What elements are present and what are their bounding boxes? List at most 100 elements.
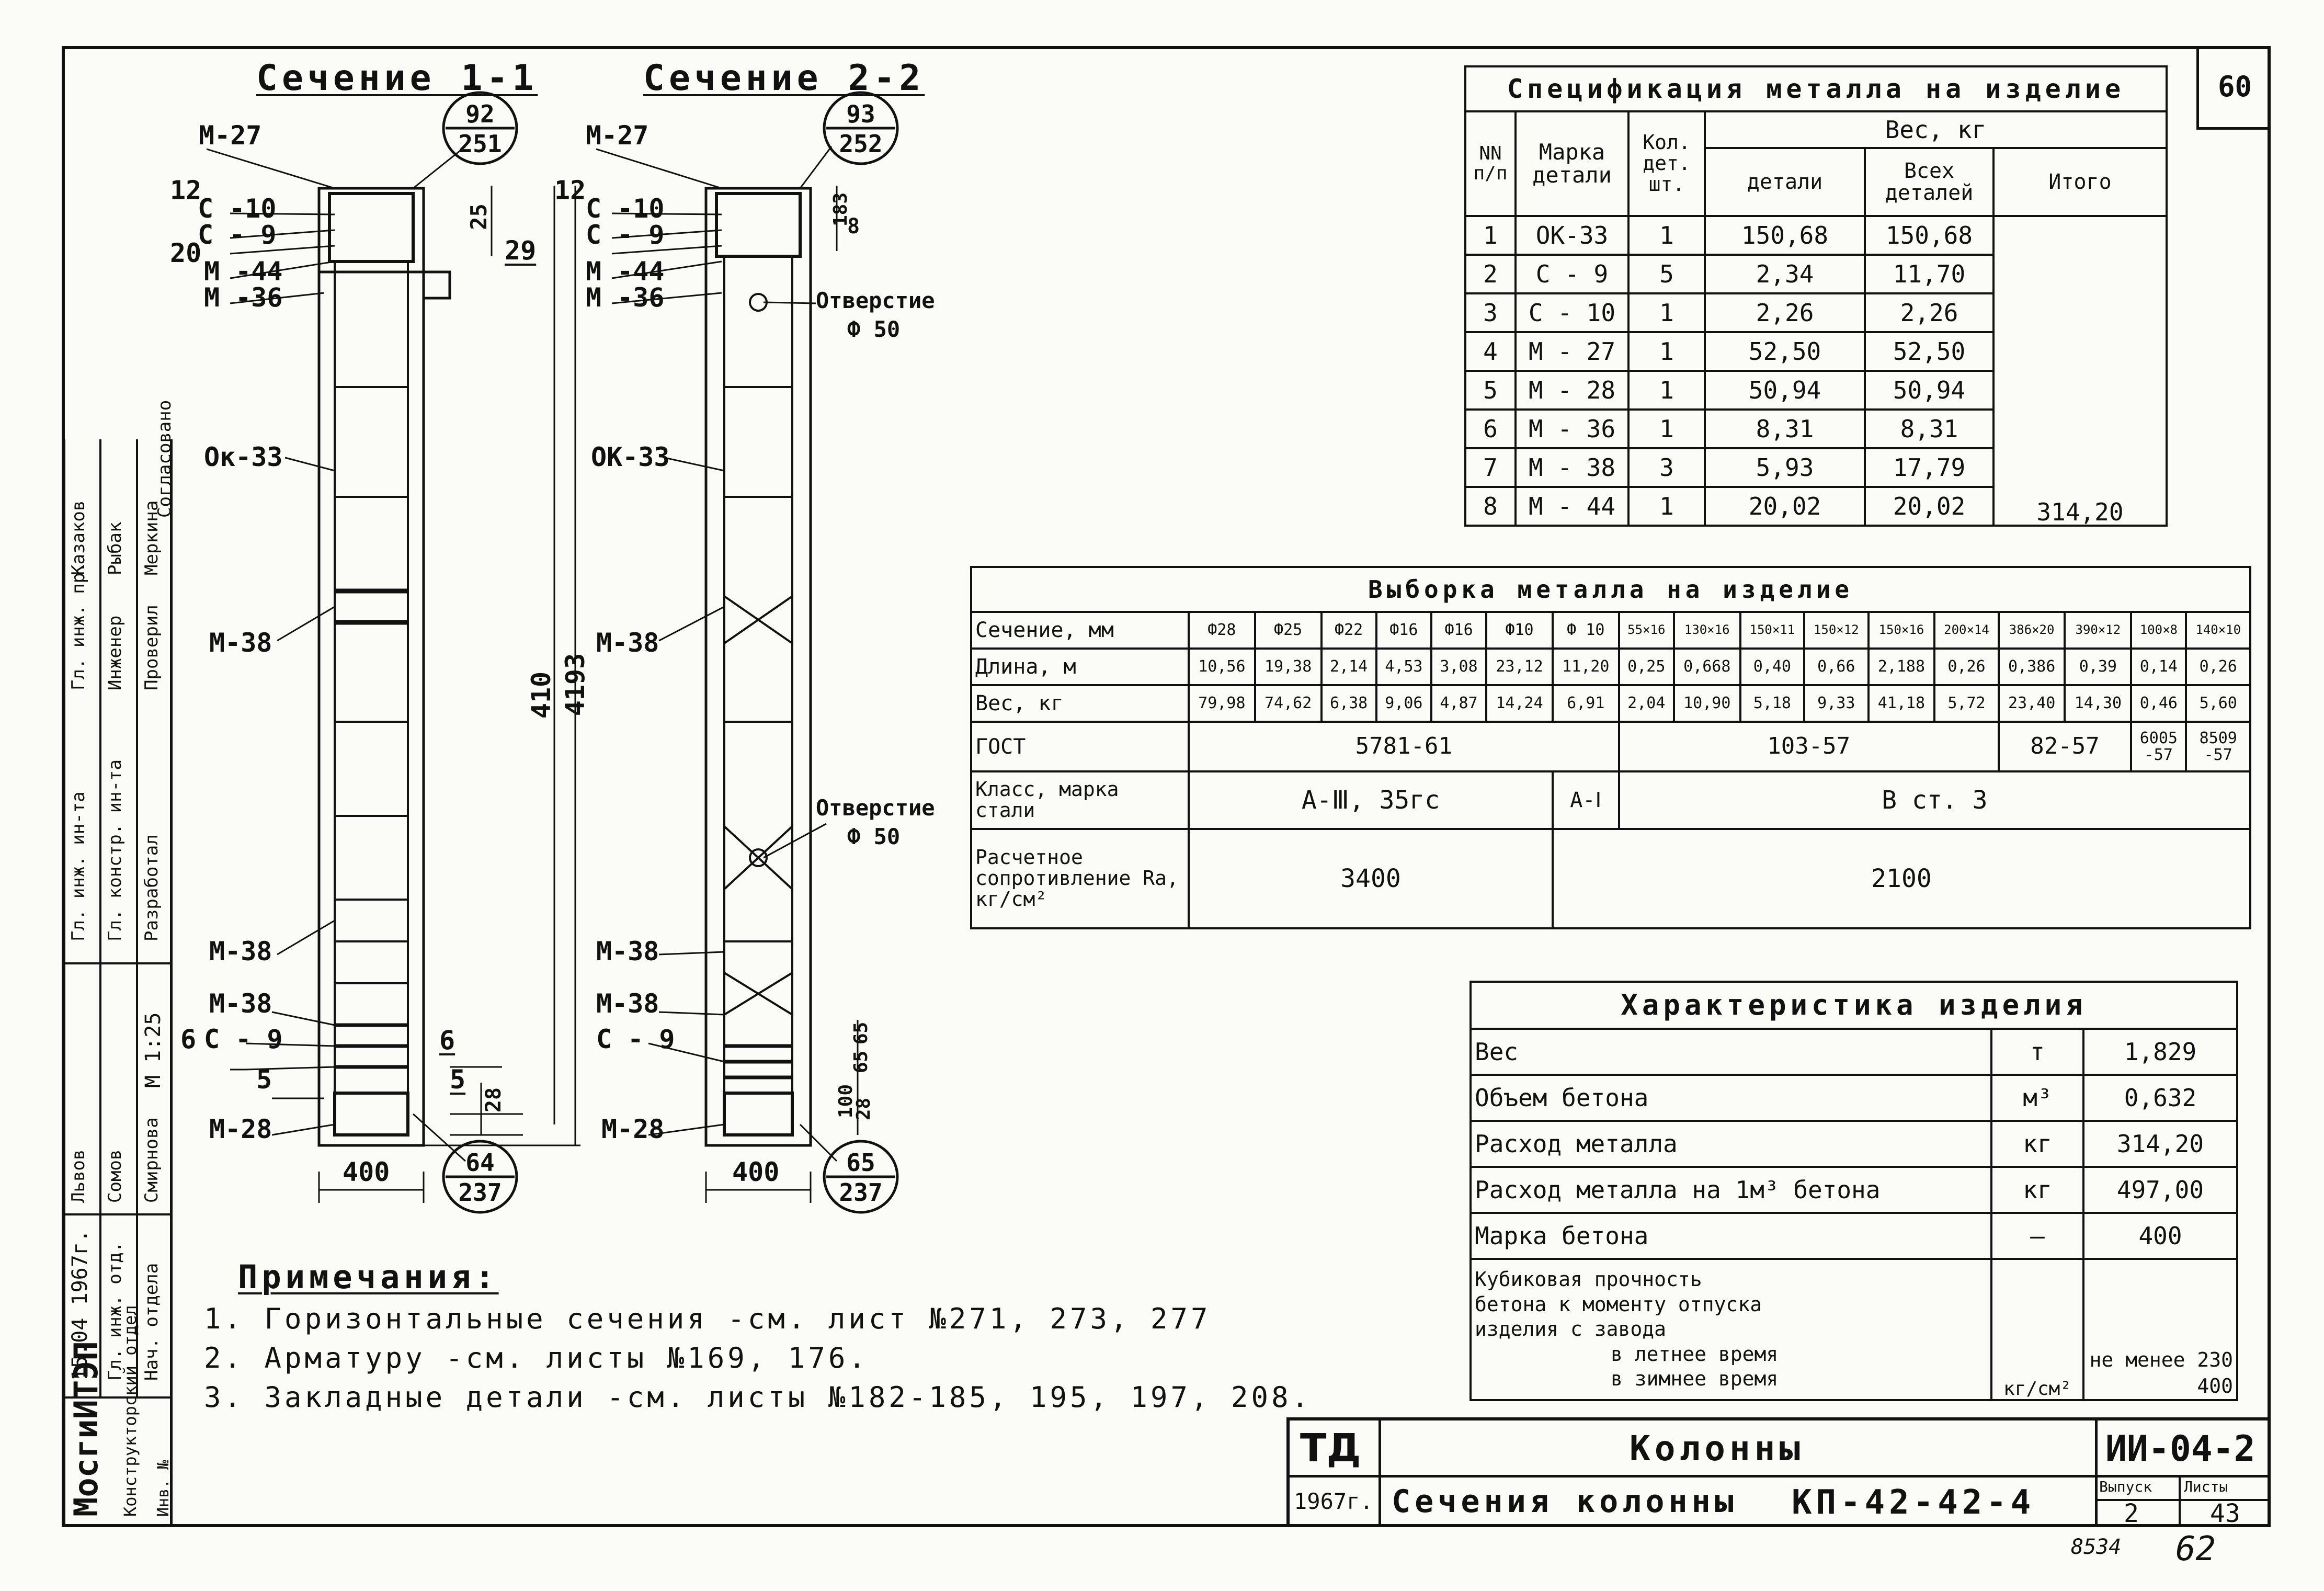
spec-cell: 2 [1464, 254, 1517, 294]
s1-d25: 25 [465, 203, 492, 230]
s1-d6b: 6 [439, 1025, 455, 1055]
table-row: Длина, м 10,56 19,38 2,14 4,53 3,08 23,1… [970, 647, 2251, 686]
spec-cell: 8,31 [1704, 408, 1866, 449]
vyborka-w-6: 14,24 [1485, 684, 1554, 723]
s2-m38b: М-38 [596, 936, 659, 967]
char-value: 400 [2082, 1212, 2238, 1260]
s1-width: 400 [343, 1157, 390, 1187]
spec-h-wall: Всех деталей [1864, 147, 1995, 217]
spec-cell: 2,26 [1704, 292, 1866, 333]
spec-cell: М - 44 [1514, 486, 1630, 527]
spec-cell: 17,79 [1864, 447, 1995, 488]
spec-cell: ОК-33 [1514, 215, 1630, 256]
spec-cell: 52,50 [1864, 331, 1995, 372]
char-title: Характеристика изделия [1469, 981, 2238, 1030]
spec-cell: 6 [1464, 408, 1517, 449]
vyborka-w-2: 74,62 [1254, 684, 1323, 723]
vyborka-len-6: 23,12 [1485, 647, 1554, 686]
vyborka-len-1: 10,56 [1188, 647, 1256, 686]
table-row: 4 М - 27 1 52,50 52,50 [1464, 331, 2167, 372]
s1-d5: 5 [256, 1064, 272, 1095]
s1-d28: 28 [482, 1087, 506, 1113]
note-3: 3. Закладные детали -см. листы №182-185,… [204, 1381, 1312, 1414]
table-row: 6 М - 36 1 8,31 8,31 [1464, 408, 2167, 449]
vyborka-sec-2: Ф25 [1254, 611, 1323, 650]
vyborka-len-5: 3,08 [1430, 647, 1488, 686]
s2-c10: С -10 [586, 194, 665, 224]
table-row: Вес т 1,829 [1469, 1028, 2238, 1076]
char-label: Марка бетона [1469, 1212, 1992, 1260]
s1-d410: 410 [526, 671, 557, 719]
inv-label: Инв. № [154, 1460, 173, 1517]
spec-title: Спецификация металла на изделие [1464, 65, 2168, 112]
vyborka-sec-11: 150×12 [1803, 611, 1870, 650]
s1-d6: 6 [180, 1024, 197, 1054]
spec-cell: 3 [1464, 292, 1517, 333]
table-row: Расчетное сопротивление Rа, кг/см² 3400 … [970, 828, 2252, 929]
s1-m38c: М-38 [209, 988, 272, 1019]
s1-c10: С -10 [198, 194, 277, 224]
column-1-outline [317, 187, 425, 1147]
balloon-1-top [442, 91, 518, 165]
spec-cell: 1 [1627, 408, 1706, 449]
table-row: 5 М - 28 1 50,94 50,94 [1464, 370, 2167, 411]
vyp-value: 2 [2124, 1499, 2139, 1528]
note-2: 2. Арматуру -см. листы №169, 176. [204, 1342, 869, 1374]
spec-cell: 150,68 [1864, 215, 1995, 256]
column-drawings [206, 91, 899, 1214]
spec-cell: 4 [1464, 331, 1517, 372]
role-3: Нач. отдела [141, 1263, 162, 1381]
spec-total: 314,20 [1992, 215, 2168, 527]
vyborka-w-10: 5,18 [1739, 684, 1806, 723]
year-label: 1967г. [1294, 1488, 1373, 1514]
s2-hole2: Отверстие [816, 795, 935, 821]
vyborka-len-16: 0,14 [2130, 647, 2188, 686]
vyborka-w-11: 9,33 [1803, 684, 1870, 723]
balloon-2-bottom-lower: 237 [839, 1178, 883, 1207]
vyborka-steel-c: В ст. 3 [1617, 770, 2252, 830]
vyborka-gost-e1: 8509 [2199, 729, 2237, 747]
series-code: ИИ-04-2 [2105, 1428, 2255, 1470]
s1-m28: М-28 [209, 1114, 272, 1144]
strength-l5: в зимнее время [1611, 1367, 1779, 1391]
vyborka-sec-16: 100×8 [2130, 611, 2188, 650]
char-value: 497,00 [2082, 1166, 2238, 1214]
spec-cell: 50,94 [1864, 370, 1995, 411]
balloon-1-bottom [442, 1140, 518, 1214]
char-unit: м³ [1990, 1074, 2084, 1122]
s2-d65a: 65 [850, 1021, 872, 1045]
vyborka-gost-b: 103-57 [1617, 721, 2000, 772]
vyborka-sec-10: 150×11 [1739, 611, 1806, 650]
spec-h-total: Итого [1992, 147, 2168, 217]
vyborka-w-9: 10,90 [1672, 684, 1741, 723]
s1-ok33: Ок-33 [204, 442, 283, 472]
strength-v2: 400 [2197, 1374, 2233, 1397]
balloon-1-bottom-upper: 64 [465, 1149, 495, 1177]
vyborka-sec-9: 130×16 [1672, 611, 1741, 650]
vyborka-label-weight: Вес, кг [970, 684, 1190, 723]
vyborka-w-15: 14,30 [2064, 684, 2133, 723]
char-value: 1,829 [2082, 1028, 2238, 1076]
spec-cell: 3 [1627, 447, 1706, 488]
characteristics-table: Характеристика изделия Вес т 1,829 Объем… [1469, 981, 2238, 1401]
vyborka-label-section: Сечение, мм [970, 611, 1190, 650]
vyborka-sec-12: 150×16 [1867, 611, 1936, 650]
vyborka-len-14: 0,386 [1997, 647, 2066, 686]
char-value: 314,20 [2082, 1120, 2238, 1168]
spec-cell: 5 [1627, 254, 1706, 294]
vyborka-gost-d: 6005-57 [2130, 721, 2188, 772]
balloon-2-top-lower: 252 [839, 130, 883, 158]
doc-code: КП-42-42-4 [1792, 1483, 2035, 1522]
spec-cell: 1 [1627, 292, 1706, 333]
vyborka-len-7: 11,20 [1551, 647, 1620, 686]
spec-cell: М - 27 [1514, 331, 1630, 372]
vyborka-w-17: 5,60 [2185, 684, 2251, 723]
vyborka-label-resist: Расчетное сопротивление Rа, кг/см² [970, 828, 1190, 929]
strength-v1: не менее 230 [2089, 1348, 2233, 1372]
char-value: 0,632 [2082, 1074, 2238, 1122]
page-number: 62 [2175, 1530, 2216, 1569]
vyborka-steel-b: А-Ⅰ [1551, 770, 1620, 830]
side-stamp: Согласовано Гл. инж. ин-та Гл. констр. и… [63, 400, 175, 1527]
s2-hole2d: Ф 50 [847, 824, 901, 849]
strength-l3: изделия с завода [1475, 1317, 1667, 1341]
